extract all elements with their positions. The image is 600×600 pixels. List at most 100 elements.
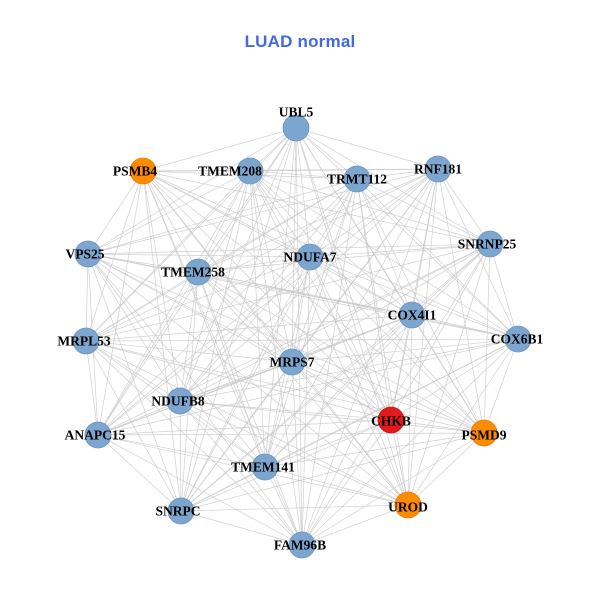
network-edge (249, 170, 413, 316)
network-edge (295, 127, 439, 170)
network-edge (97, 243, 491, 436)
network-edge (295, 127, 303, 546)
network-edge (197, 127, 297, 273)
network-edge (291, 361, 392, 421)
network-edge (356, 178, 413, 316)
network-edge (411, 243, 491, 316)
network-edge (97, 271, 199, 436)
network-edge (87, 253, 303, 546)
network-edge (249, 170, 358, 180)
network-edge (356, 178, 409, 506)
node-label-ANAPC15: ANAPC15 (65, 428, 126, 443)
network-node-COX6B1 (504, 325, 532, 353)
network-edge (142, 170, 303, 546)
network-edge (197, 271, 392, 421)
network-edge (97, 419, 392, 436)
network-edge (87, 253, 392, 421)
network-edge (309, 168, 439, 258)
network-edge (264, 466, 409, 506)
network-edge (87, 168, 439, 255)
network-edge (309, 178, 358, 258)
network-edge (301, 504, 409, 546)
network-edge (87, 253, 311, 258)
network-edge (180, 419, 392, 512)
network-node-CHKB (377, 406, 405, 434)
node-label-NDUFB8: NDUFB8 (151, 394, 204, 409)
network-edge (264, 466, 303, 546)
network-edge (411, 314, 485, 434)
network-edge (85, 340, 293, 363)
network-edge (85, 271, 199, 342)
network-edge (301, 432, 485, 546)
network-node-TMEM258 (184, 258, 212, 286)
network-edge (142, 170, 519, 340)
node-label-UBL5: UBL5 (279, 105, 314, 120)
network-node-SNRNP25 (476, 230, 504, 258)
network-edge (356, 178, 519, 340)
network-edge (87, 253, 182, 512)
network-edge (407, 168, 439, 506)
network-edge (87, 243, 491, 255)
network-edge (197, 243, 491, 273)
node-label-CHKB: CHKB (371, 414, 411, 429)
network-edge (407, 432, 485, 506)
network-edge (309, 256, 409, 506)
node-label-TMEM208: TMEM208 (198, 164, 262, 179)
network-edge (197, 256, 311, 273)
network-edge (85, 340, 99, 436)
label-layer: UBL5TMEM208TRMT112RNF181PSMB4SNRNP25VPS2… (57, 105, 543, 553)
network-edge (85, 243, 491, 342)
network-edge (179, 400, 266, 468)
network-edge (142, 170, 266, 468)
network-edge (390, 168, 439, 421)
network-edge (291, 361, 303, 546)
network-edge (85, 168, 439, 342)
network-edge (97, 361, 293, 436)
network-edge (390, 243, 491, 421)
network-edge (295, 127, 519, 340)
network-edge (97, 434, 182, 512)
network-edge (197, 168, 439, 273)
network-edge (179, 338, 519, 402)
network-edge (249, 170, 409, 506)
network-edge (142, 170, 491, 245)
node-label-TMEM141: TMEM141 (231, 460, 295, 475)
network-edge (85, 340, 409, 506)
network-edge (291, 338, 519, 363)
network-edge (179, 271, 199, 402)
node-label-MRPL53: MRPL53 (57, 334, 110, 349)
network-edge (390, 338, 519, 421)
network-edge (87, 253, 181, 402)
network-edge (291, 178, 358, 363)
network-edge (97, 434, 303, 546)
network-edge (142, 170, 311, 258)
network-node-ANAPC15 (84, 421, 112, 449)
network-edge (180, 466, 266, 512)
network-edge (87, 253, 413, 316)
network-node-COX4I1 (398, 301, 426, 329)
network-edge (97, 434, 266, 468)
network-edge (407, 338, 519, 506)
network-edge (249, 170, 491, 245)
network-edge (411, 314, 519, 340)
node-label-RNF181: RNF181 (414, 162, 462, 177)
network-node-UROD (394, 491, 422, 519)
network-edge (301, 314, 413, 546)
network-edge (142, 170, 485, 434)
network-edge (87, 253, 266, 468)
node-label-TRMT112: TRMT112 (327, 172, 387, 187)
network-node-PSMD9 (470, 419, 498, 447)
network-edge (87, 170, 144, 255)
network-edge (85, 340, 485, 434)
network-edge (142, 170, 392, 421)
network-edge (197, 170, 251, 273)
network-edge (85, 340, 182, 512)
network-edge (264, 168, 439, 468)
network-edge (97, 432, 485, 436)
network-edge (264, 314, 413, 468)
network-edge (142, 127, 297, 172)
network-edge (264, 243, 491, 468)
network-edge (301, 168, 439, 546)
